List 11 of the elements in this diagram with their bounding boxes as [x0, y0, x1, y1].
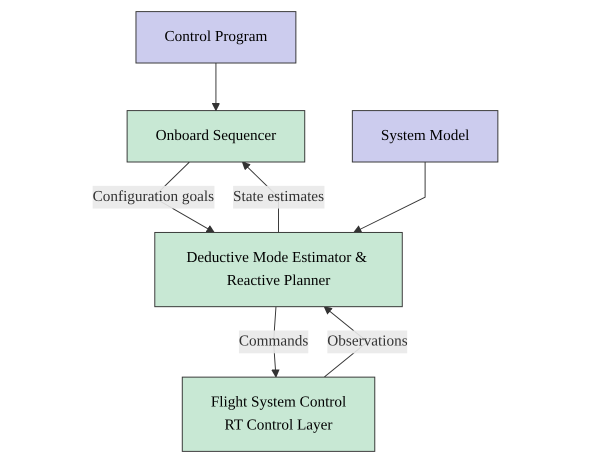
- edge-label: State estimates: [232, 188, 324, 205]
- edge-label: Observations: [327, 333, 408, 350]
- node-box: Flight System Control RT Control Layer: [182, 376, 376, 452]
- node-box: System Model: [352, 110, 498, 162]
- edge-label: Commands: [238, 333, 308, 350]
- node-box: Control Program: [135, 11, 296, 64]
- arrow: [211, 62, 220, 111]
- node-box: Deductive Mode Estimator & Reactive Planner: [154, 232, 402, 308]
- arrow: [353, 162, 426, 233]
- node-box: Onboard Sequencer: [126, 110, 305, 162]
- edge-label: Configuration goals: [92, 188, 214, 205]
